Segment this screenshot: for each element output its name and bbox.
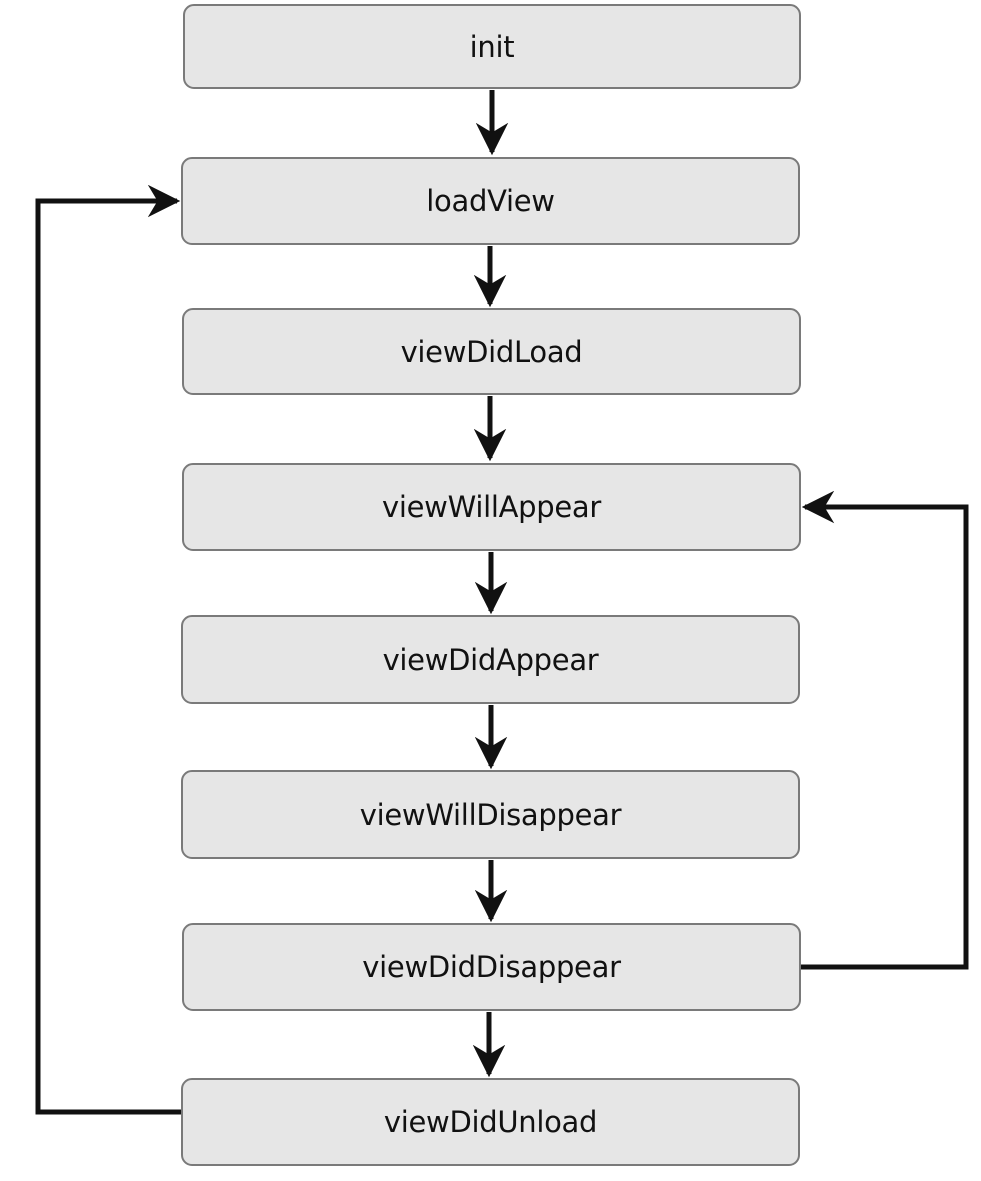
loop-arrow-viewdidunload-to-loadview — [35, 184, 182, 1115]
stage-viewwillappear: viewWillAppear — [182, 463, 801, 551]
stage-loadview: loadView — [181, 157, 800, 245]
stage-label-viewdidunload: viewDidUnload — [383, 1105, 598, 1139]
stage-label-viewdidload: viewDidLoad — [400, 334, 583, 369]
stage-label-viewdiddisappear: viewDidDisappear — [362, 950, 621, 984]
stage-viewdidappear: viewDidAppear — [181, 615, 800, 704]
stage-label-loadview: loadView — [426, 184, 555, 218]
stage-label-viewwillappear: viewWillAppear — [382, 490, 601, 524]
stage-label-init: init — [469, 29, 515, 64]
stage-viewdiddisappear: viewDidDisappear — [182, 923, 801, 1011]
stage-viewdidunload: viewDidUnload — [181, 1078, 800, 1166]
stage-init: init — [183, 4, 801, 89]
stage-label-viewdidappear: viewDidAppear — [382, 642, 599, 677]
loop-arrow-viewdiddisappear-to-viewwillappear — [801, 490, 969, 970]
stage-viewdidload: viewDidLoad — [182, 308, 801, 395]
stage-label-viewwilldisappear: viewWillDisappear — [359, 797, 622, 832]
stage-viewwilldisappear: viewWillDisappear — [181, 770, 800, 859]
